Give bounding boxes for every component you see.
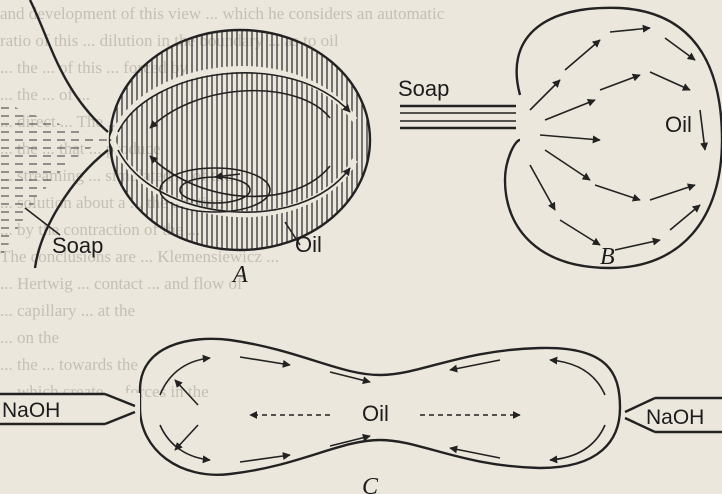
label-naoh-right: NaOH [646,406,704,429]
label-soap-b: Soap [398,76,449,101]
label-oil-a: Oil [295,232,322,257]
figure-letter-c: C [362,474,379,494]
label-oil-b: Oil [665,112,692,137]
label-soap-a: Soap [52,233,103,258]
label-naoh-left: NaOH [2,399,60,422]
figure-c: NaOH NaOH Oil C [0,339,722,494]
figure-b: Soap Oil B [398,8,722,270]
oil-drop-b-outline [505,8,722,268]
soap-boundary-upper [30,0,108,132]
figure-a: Soap Oil A [0,0,370,288]
label-oil-c: Oil [362,401,389,426]
figure-letter-a: A [231,262,248,288]
figure-letter-b: B [600,244,615,270]
flow-arrows-b [530,28,705,250]
